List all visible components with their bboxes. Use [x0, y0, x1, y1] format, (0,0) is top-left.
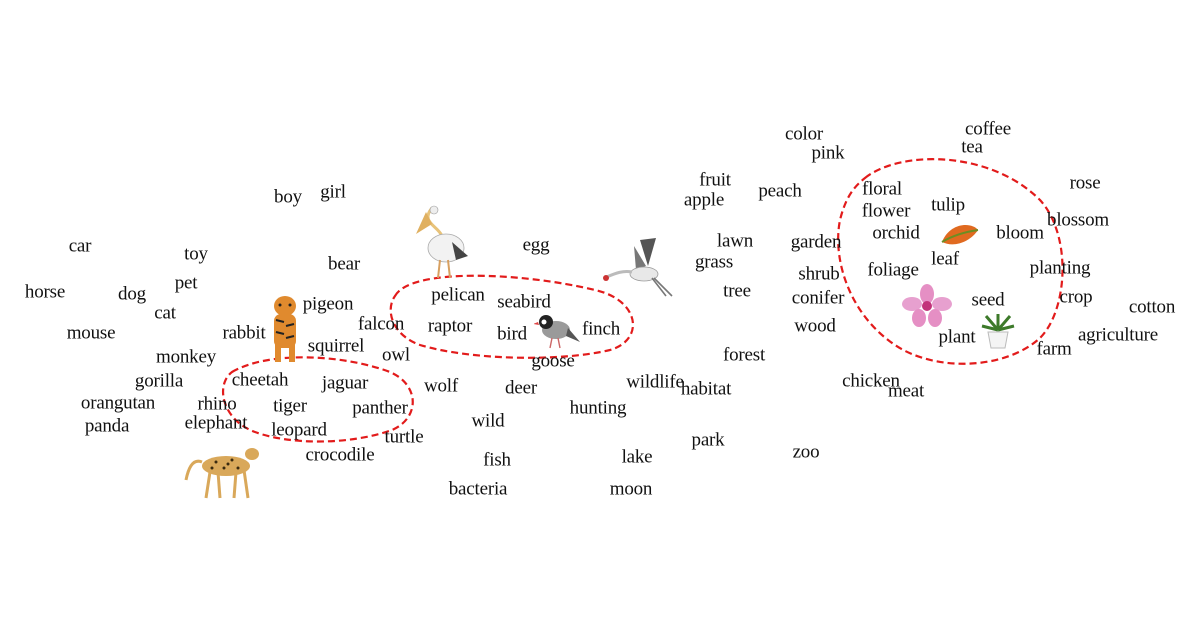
word-label: wood	[794, 315, 836, 337]
word-label: tiger	[273, 395, 307, 417]
word-label: finch	[581, 318, 621, 340]
word-label: wildlife	[626, 371, 684, 393]
sparrow-icon	[534, 315, 580, 349]
word-label: fish	[483, 449, 511, 471]
word-label: foliage	[867, 259, 919, 281]
leaf-icon	[941, 225, 979, 245]
word-label: floral	[862, 178, 902, 200]
word-label: mouse	[66, 322, 116, 344]
word-label: lawn	[716, 230, 754, 252]
word-label: pink	[811, 142, 845, 164]
word-label: agriculture	[1077, 324, 1159, 346]
word-label: zoo	[792, 441, 820, 463]
orchid-icon	[902, 284, 952, 327]
word-label: hunting	[569, 397, 627, 419]
word-label: pet	[174, 272, 198, 294]
word-label: wolf	[423, 375, 459, 397]
pelican-icon	[416, 205, 468, 279]
word-label: chicken	[842, 370, 900, 392]
word-label: planting	[1029, 257, 1091, 279]
word-label: egg	[522, 234, 550, 256]
crane-icon	[603, 238, 673, 297]
word-label: plant	[938, 326, 976, 348]
word-label: dog	[118, 283, 146, 305]
cheetah-icon	[184, 448, 259, 499]
word-label: owl	[382, 344, 410, 366]
word-label: elephant	[184, 412, 248, 434]
word-label: seabird	[497, 291, 551, 313]
word-label: orangutan	[80, 392, 156, 414]
bird-cluster-outline	[389, 274, 635, 359]
word-label: peach	[758, 180, 802, 202]
word-label: conifer	[791, 287, 845, 309]
word-label: boy	[274, 186, 302, 208]
word-label: rose	[1069, 172, 1101, 194]
word-label: toy	[184, 243, 208, 265]
word-label: bird	[497, 323, 527, 345]
word-label: cheetah	[231, 369, 289, 391]
word-label: moon	[609, 478, 653, 500]
word-label: goose	[531, 350, 575, 372]
word-label: squirrel	[307, 335, 365, 357]
word-label: panda	[84, 415, 130, 437]
word-label: gorilla	[134, 370, 184, 392]
word-label: leopard	[271, 419, 327, 441]
word-label: jaguar	[321, 372, 369, 394]
word-label: crop	[1059, 286, 1093, 308]
word-label: tree	[723, 280, 751, 302]
word-label: tea	[961, 136, 983, 158]
word-label: falcon	[357, 313, 405, 335]
word-label: bear	[328, 253, 360, 275]
word-label: blossom	[1047, 209, 1109, 231]
word-label: raptor	[427, 315, 473, 337]
word-label: pelican	[431, 284, 485, 306]
word-label: rhino	[197, 393, 237, 415]
word-label: fruit	[699, 169, 731, 191]
word-label: flower	[861, 200, 911, 222]
word-label: garden	[790, 231, 842, 253]
word-label: color	[784, 123, 824, 145]
word-label: grass	[694, 251, 734, 273]
word-label: habitat	[680, 378, 732, 400]
word-label: apple	[683, 189, 725, 211]
word-label: orchid	[872, 222, 920, 244]
word-label: girl	[320, 181, 346, 203]
word-label: horse	[24, 281, 66, 303]
word-label: monkey	[155, 346, 217, 368]
word-label: coffee	[965, 118, 1011, 140]
plant-cluster-outline	[837, 158, 1064, 365]
word-label: seed	[971, 289, 1005, 311]
word-label: meat	[887, 380, 925, 402]
word-label: farm	[1036, 338, 1072, 360]
word-label: deer	[505, 377, 537, 399]
word-label: cotton	[1128, 296, 1176, 318]
tiger-icon	[274, 296, 296, 362]
word-label: park	[691, 429, 725, 451]
word-label: lake	[621, 446, 653, 468]
potted-plant-icon	[981, 314, 1015, 349]
word-label: shrub	[798, 263, 840, 285]
word-label: bloom	[996, 222, 1044, 244]
word-label: wild	[471, 410, 505, 432]
word-label: car	[68, 235, 92, 257]
word-label: leaf	[931, 248, 959, 270]
word-label: panther	[352, 397, 408, 419]
word-label: tulip	[931, 194, 965, 216]
word-label: pigeon	[302, 293, 354, 315]
word-label: forest	[722, 344, 766, 366]
bigcat-cluster-outline	[222, 356, 414, 443]
word-label: bacteria	[448, 478, 508, 500]
word-label: cat	[154, 302, 176, 324]
word-label: crocodile	[305, 444, 375, 466]
word-label: turtle	[384, 426, 424, 448]
word-label: rabbit	[222, 322, 266, 344]
